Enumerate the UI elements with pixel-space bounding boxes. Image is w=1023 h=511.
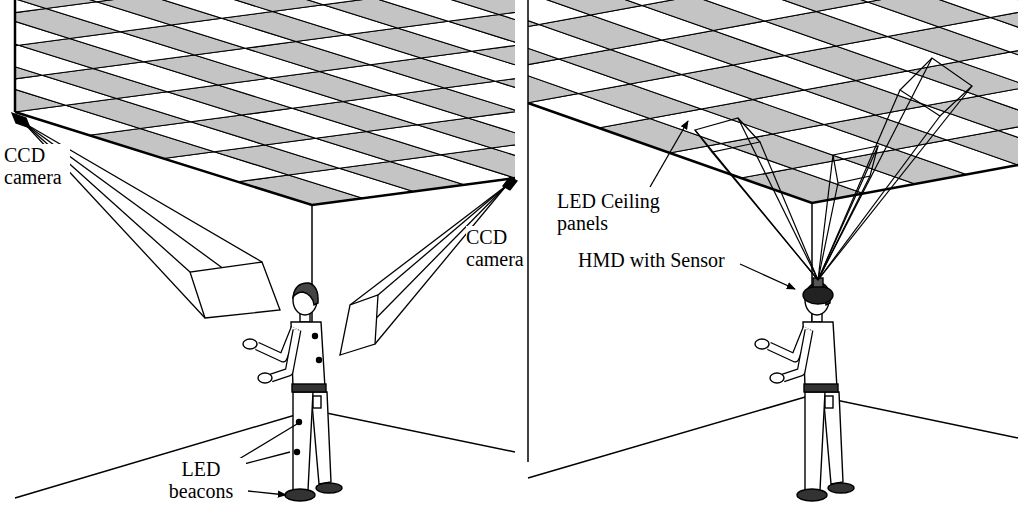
room-lines [15,0,1018,498]
pocket [825,396,833,408]
ceiling-panel [365,9,488,44]
shoe [316,483,342,493]
hair [293,283,318,305]
ceiling-panel [745,0,868,12]
part-label: LED beacons [156,458,246,502]
ceiling-panel [1018,156,1023,191]
sensor-rays [695,58,972,280]
ceiling-panels [0,0,1023,242]
ceiling-panel [210,38,333,73]
shoe [797,489,827,501]
ceiling-panel [333,53,456,88]
led-beacon [297,420,302,425]
sensor-ray [738,118,818,280]
ceiling-panel [385,44,508,79]
leader-line [234,424,297,462]
sensor-ray [818,86,972,280]
hmd [803,286,833,304]
shoe [285,489,315,501]
camera-frustums [12,113,517,355]
ceiling-panel [136,189,261,219]
led-beacon [313,334,318,339]
ceiling-panel [495,138,618,173]
ceiling-panel [971,0,1023,8]
ceiling-panel [262,28,385,63]
arm [783,330,809,378]
part-label: LED Ceiling panels [557,190,685,234]
hand [243,339,257,349]
leader-line [650,121,688,187]
ceiling-panel [313,19,436,54]
floor-line [15,410,515,498]
ceiling-panel [139,13,262,48]
view-end [340,295,378,355]
part-label: CCD camera [4,144,70,188]
view-end [190,262,280,318]
ceiling-panel [249,0,374,5]
sensor-ray [818,90,900,280]
ceiling-panel [23,0,148,2]
ceiling-panel [404,78,527,113]
ceiling-panel [68,0,191,22]
leg [311,392,331,484]
sensor-view [695,118,760,152]
led-beacon [295,450,300,455]
ceiling-panel [519,0,642,15]
person [243,283,342,501]
leg [293,392,313,490]
ceiling-panel [171,0,294,3]
ceiling-panel [294,0,417,19]
ceiling-edge [14,0,17,112]
sensor-ray [818,58,932,280]
ceiling-panel [242,0,365,28]
leg [823,392,843,484]
pocket [313,396,321,408]
ceiling-panel [709,213,832,248]
part-label: CCD camera [466,226,526,270]
ceiling-panel [119,0,242,13]
leg [805,392,825,490]
ceiling-edge [15,112,515,205]
hand [755,339,769,349]
hand [770,373,784,383]
arm [271,330,297,378]
sensor-view [900,58,972,116]
wall-edge [527,0,529,462]
arm [783,330,809,378]
arm [271,330,297,378]
ceiling-panel [345,0,468,9]
hand [258,373,272,383]
sensor-ray [818,116,940,280]
ceiling-panel [919,0,1023,18]
ceiling-panel [62,165,187,195]
ceiling-panel [261,205,386,235]
ceiling-panel [211,212,336,242]
shoe [828,483,854,493]
leader-lines [234,121,795,495]
view-line [340,186,506,355]
ceiling-panel [191,3,314,38]
led-beacon [317,358,322,363]
belt [804,384,838,392]
floor-line [528,395,1018,478]
sensor-ray [712,152,818,280]
leader-line [248,491,286,495]
sensor-ray [760,142,818,280]
ceiling-panel [198,0,323,12]
people [243,278,854,501]
leader-line [740,264,795,289]
sensor-ray [818,183,838,280]
ceiling-panel [353,88,476,123]
ceiling-panel [797,0,920,2]
ceiling-panel [282,63,405,98]
ceiling-panel [571,0,694,6]
person [755,278,854,501]
belt [292,384,326,392]
ceiling-panel [416,0,539,34]
part-label: HMD with Sensor [578,249,725,271]
